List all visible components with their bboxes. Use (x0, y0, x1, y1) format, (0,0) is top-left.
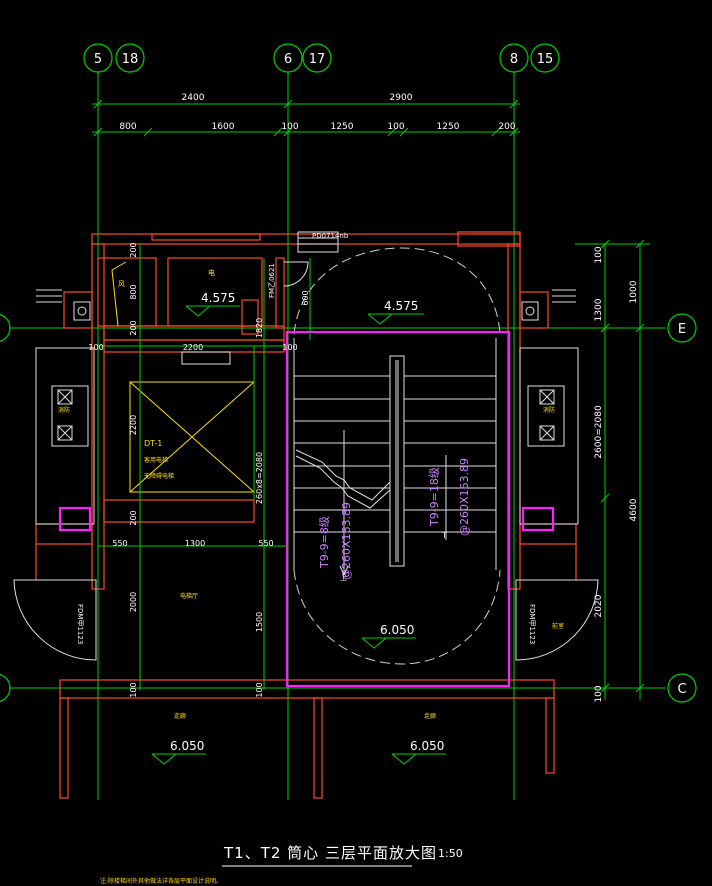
dim-text: 800 (129, 284, 138, 299)
lobby-label: 电梯厅 (180, 592, 198, 600)
dim-text: 1300 (185, 539, 205, 548)
railings (35, 231, 579, 525)
drawing-note: 注:除楼梯间外其他做法详各层平面设计说明。 (100, 878, 223, 885)
axis-lines (0, 72, 666, 800)
dim-text: 2900 (390, 93, 413, 103)
dim-text: 100 (594, 685, 604, 702)
elevator-type-label: 客用电梯 (144, 456, 168, 464)
top-tag-label: PD0714nb (312, 232, 349, 240)
dim-text: 2400 (182, 93, 205, 103)
dim-text: 100 (387, 122, 404, 132)
stair-right-label: T9-9=18级 (428, 467, 441, 527)
stair-left-label-2: @260X163.89 (340, 502, 353, 580)
corridor-left-label: 走廊 (174, 712, 186, 720)
corridor-right-label: 走廊 (424, 712, 436, 720)
stair (293, 338, 497, 570)
dim-text: 550 (112, 539, 127, 548)
room-elec-label: 电 (208, 268, 215, 277)
dim-text: 800 (119, 122, 136, 132)
axis-label: 15 (537, 52, 554, 67)
dim-text: 2600=2080 (594, 405, 604, 459)
level-value: 6.050 (410, 739, 444, 753)
elevator-tag-label: DT-1 (144, 439, 162, 448)
drawing-scale: 1:50 (438, 847, 463, 860)
axis-label: 5 (94, 52, 102, 67)
stair-t-label: T (441, 531, 447, 540)
dim-text: 2200 (129, 415, 138, 435)
door-tag-label: FM乙0621 (268, 263, 276, 298)
dim-text: 100 (281, 122, 298, 132)
inner-dims (98, 244, 311, 690)
dim-text: 200 (498, 122, 515, 132)
dim-text: 100 (255, 682, 264, 697)
door-left-label: FDM甲1123 (76, 604, 84, 644)
stair-arrows (339, 430, 447, 576)
door-swings (13, 261, 599, 661)
dim-text: 1820 (255, 318, 264, 338)
stair-left-label: T9-9=8级 (318, 516, 331, 569)
dim-text: 200 (129, 320, 138, 335)
dim-text: 2200 (183, 343, 203, 352)
elevator-type-label-2: 无障碍电梯 (144, 472, 174, 480)
dashed-arc (293, 247, 501, 665)
dim-text: 100 (129, 682, 138, 697)
axis-label: C (677, 682, 686, 697)
dim-text: 100 (282, 343, 297, 352)
dim-text: 260x8=2080 (255, 452, 264, 504)
dim-text: 1000 (629, 280, 639, 303)
level-value: 4.575 (384, 299, 418, 313)
dim-text: 100 (594, 246, 604, 263)
axis-label: 8 (510, 52, 518, 67)
dim-text: 4600 (629, 498, 639, 521)
anteroom-label: 前室 (552, 622, 564, 630)
cabinet-right-label: 消防 (543, 406, 555, 414)
level-value: 4.575 (201, 291, 235, 305)
axis-label: 17 (309, 52, 326, 67)
drawing-title: T1、T2 筒心 三层平面放大图 (224, 844, 437, 862)
stair-right-label-2: @260X163.89 (458, 458, 471, 536)
axis-label: E (678, 322, 686, 337)
dim-text: 100 (88, 343, 103, 352)
level-value: 6.050 (380, 623, 414, 637)
axis-label: 6 (284, 52, 292, 67)
dim-text: 600 (301, 290, 310, 305)
door-right-label: FDM甲1123 (528, 604, 536, 644)
fire-cabinets (51, 385, 565, 447)
highlight-boxes (58, 330, 555, 688)
dim-text: 2000 (129, 592, 138, 612)
level-markers (151, 305, 446, 765)
dim-text: 1250 (437, 122, 460, 132)
cabinet-left-label: 消防 (58, 406, 70, 414)
dim-text: 1250 (331, 122, 354, 132)
level-value: 6.050 (170, 739, 204, 753)
dim-text: 550 (258, 539, 273, 548)
dim-text: 1500 (255, 612, 264, 632)
axis-label: 18 (122, 52, 139, 67)
stair-up-label: 上 (340, 573, 347, 582)
dim-text: 200 (129, 242, 138, 257)
axis-bubbles (0, 43, 697, 703)
vent-label: 风 (118, 280, 125, 288)
dim-text: 2020 (594, 594, 604, 617)
dim-text: 200 (129, 510, 138, 525)
dim-ticks (93, 99, 645, 693)
dim-text: 1300 (594, 298, 604, 321)
dim-text: 1600 (212, 122, 235, 132)
